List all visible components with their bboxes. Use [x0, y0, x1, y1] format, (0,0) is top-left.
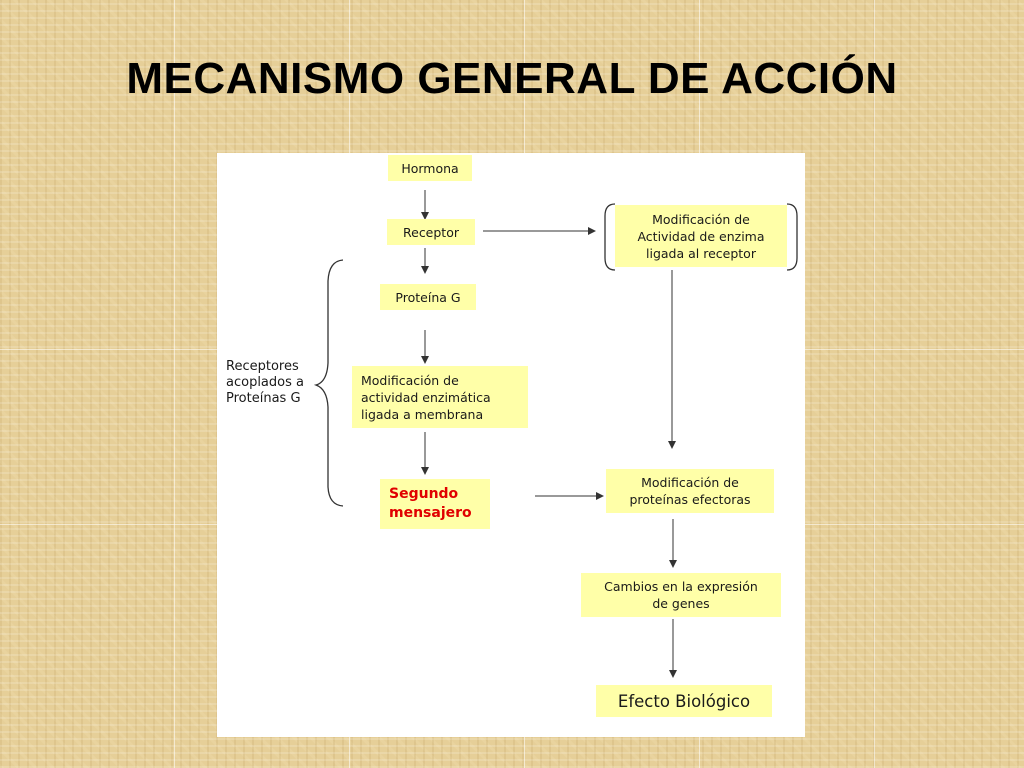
receptor-box: Receptor — [387, 219, 475, 245]
segundo-mensajero-label: Segundo mensajero — [389, 486, 472, 521]
diagram-panel: Hormona Receptor Proteína G Modificación… — [217, 153, 805, 737]
mod-enzimatica-label: Modificación de actividad enzimática lig… — [361, 372, 491, 422]
background-seam — [174, 0, 175, 768]
bracket-left — [604, 203, 616, 271]
hormona-box: Hormona — [388, 155, 472, 181]
mod-enzima-receptor-label: Modificación de Actividad de enzima liga… — [637, 211, 765, 261]
mod-proteinas-box: Modificación de proteínas efectoras — [606, 469, 774, 513]
brace-label: Receptores acoplados a Proteínas G — [226, 359, 322, 407]
segundo-mensajero-box: Segundo mensajero — [380, 479, 490, 529]
mod-enzimatica-box: Modificación de actividad enzimática lig… — [352, 366, 528, 428]
proteina-g-label: Proteína G — [395, 289, 461, 305]
slide-title: MECANISMO GENERAL DE ACCIÓN — [126, 54, 898, 103]
hormona-label: Hormona — [401, 160, 459, 176]
cambios-genes-box: Cambios en la expresión de genes — [581, 573, 781, 617]
efecto-biologico-label: Efecto Biológico — [617, 691, 751, 711]
brace — [313, 259, 344, 507]
proteina-g-box: Proteína G — [380, 284, 476, 310]
brace-label-text: Receptores acoplados a Proteínas G — [226, 359, 304, 406]
receptor-label: Receptor — [403, 224, 459, 240]
background-seam — [874, 0, 875, 768]
cambios-genes-label: Cambios en la expresión de genes — [604, 579, 758, 611]
mod-enzima-receptor-box: Modificación de Actividad de enzima liga… — [615, 205, 787, 267]
connectors — [313, 190, 798, 678]
mod-proteinas-label: Modificación de proteínas efectoras — [629, 475, 751, 507]
bracket-right — [786, 203, 798, 271]
efecto-biologico-box: Efecto Biológico — [596, 685, 772, 717]
